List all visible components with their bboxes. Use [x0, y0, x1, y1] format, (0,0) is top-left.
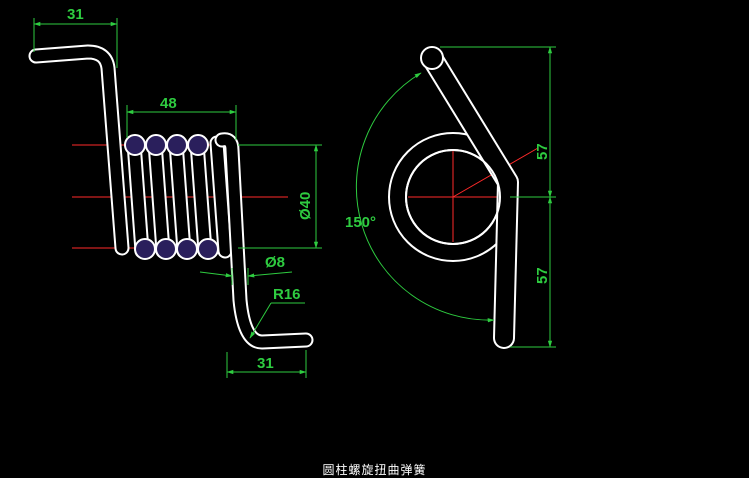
angle-arc: [355, 72, 495, 323]
bottom-leg-wire: [214, 132, 314, 350]
dim-coil-diameter: Ø40: [297, 192, 314, 220]
wire-section: [124, 134, 146, 156]
dim-upper-leg-length: 57: [534, 143, 551, 160]
wire-section: [145, 134, 167, 156]
top-leg-wire: [28, 44, 130, 256]
wire-section: [134, 238, 156, 260]
wire-section: [197, 238, 219, 260]
dim-lower-leg-length: 57: [534, 267, 551, 284]
dim-top-leg-length: 31: [67, 6, 84, 23]
wire-section: [166, 134, 188, 156]
dim-bend-radius: R16: [273, 286, 301, 303]
wire-sections-top: [124, 134, 209, 156]
wire-section: [187, 134, 209, 156]
dim-wire-diameter: Ø8: [265, 254, 285, 271]
dim-coil-length: 48: [160, 95, 177, 112]
dim-bottom-leg-length: 31: [257, 355, 274, 372]
front-view: 31 48 Ø40 Ø8 R16 31: [28, 6, 322, 378]
wire-section: [155, 238, 177, 260]
side-upper-leg: [421, 47, 519, 349]
coil-wires: [126, 135, 233, 259]
front-dimensions: [33, 18, 322, 378]
wire-sections-bottom: [134, 238, 219, 260]
drawing-caption: 圆柱螺旋扭曲弹簧: [322, 463, 427, 477]
wire-section: [176, 238, 198, 260]
side-view: 57 57 150°: [345, 46, 556, 349]
dim-leg-angle: 150°: [345, 214, 376, 231]
leg-end-cap: [420, 46, 444, 70]
